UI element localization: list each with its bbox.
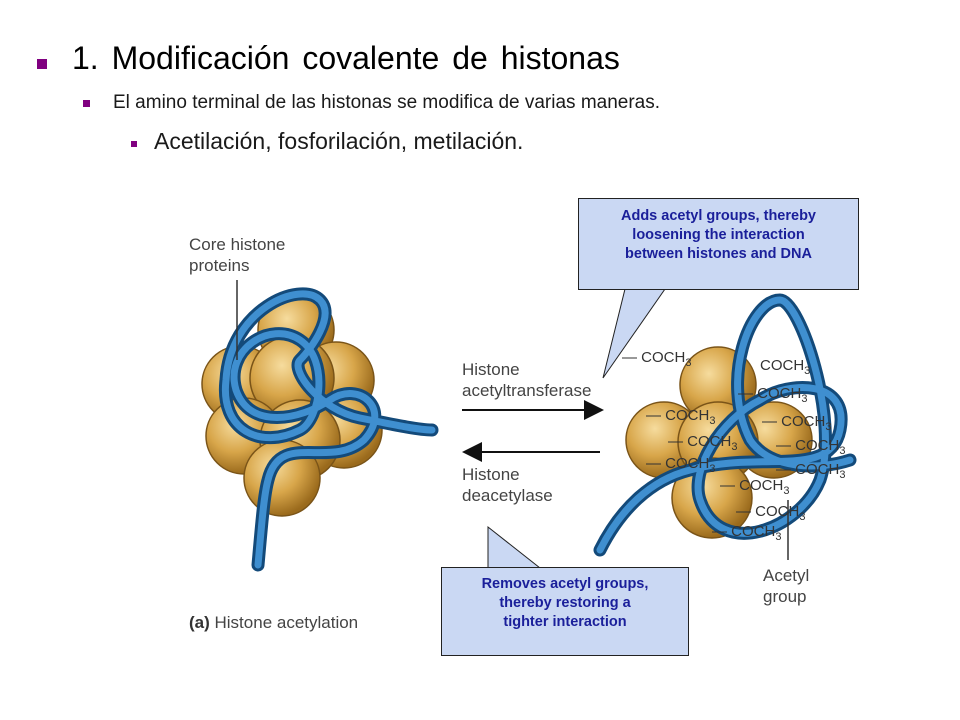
compact-nucleosome	[201, 280, 439, 572]
svg-text:— COCH3: — COCH3	[622, 349, 691, 369]
bullet-level-3	[131, 141, 137, 147]
histone-deacetylase-label: Histone deacetylase	[462, 465, 553, 505]
callout-remove-tail	[487, 525, 542, 569]
slide-heading: 1. Modificación covalente de histonas	[72, 40, 620, 76]
slide-subpoint: El amino terminal de las histonas se mod…	[113, 92, 661, 113]
svg-text:— COCH3: — COCH3	[668, 433, 737, 453]
acetyl-group-label: Acetyl group	[763, 566, 810, 606]
svg-text:COCH3: COCH3	[760, 357, 810, 377]
loosened-nucleosome: — COCH3 COCH3 — COCH3 — COCH3 — COCH3 — …	[593, 293, 857, 560]
caption-letter: (a)	[189, 613, 210, 632]
bullet-level-2	[83, 100, 90, 107]
svg-text:— COCH3: — COCH3	[776, 461, 845, 481]
histone-acetyltransferase-label: Histone acetyltransferase	[462, 360, 592, 400]
figure-caption: (a) Histone acetylation	[189, 612, 358, 633]
callout-adds-acetyl: Adds acetyl groups, thereby loosening th…	[578, 198, 859, 290]
acetyl-group-labels: — COCH3 COCH3 — COCH3 — COCH3 — COCH3 — …	[622, 349, 845, 543]
callout-removes-acetyl: Removes acetyl groups, thereby restoring…	[441, 567, 689, 656]
svg-text:— COCH3: — COCH3	[646, 455, 715, 475]
svg-text:— COCH3: — COCH3	[712, 523, 781, 543]
svg-text:— COCH3: — COCH3	[776, 437, 845, 457]
caption-text: Histone acetylation	[209, 613, 359, 632]
core-histone-label: Core histone proteins	[189, 235, 286, 275]
svg-text:— COCH3: — COCH3	[720, 477, 789, 497]
svg-text:— COCH3: — COCH3	[646, 407, 715, 427]
slide-subsubpoint: Acetilación, fosforilación, metilación.	[154, 128, 524, 154]
svg-text:— COCH3: — COCH3	[738, 385, 807, 405]
bullet-level-1	[37, 59, 47, 69]
svg-text:— COCH3: — COCH3	[762, 413, 831, 433]
